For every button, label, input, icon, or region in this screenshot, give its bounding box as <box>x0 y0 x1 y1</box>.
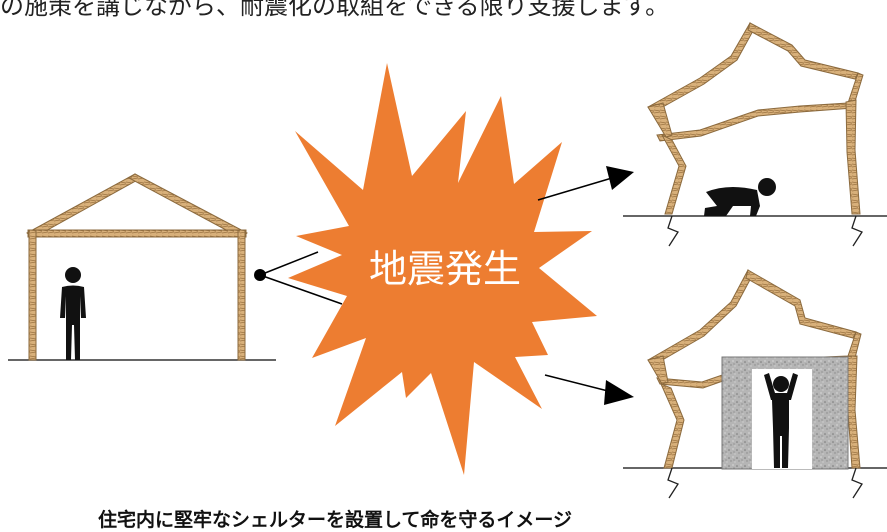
ground-crack-icons-bottom <box>667 467 863 499</box>
arrow-to-shelter <box>544 374 634 405</box>
house-frame-intact <box>26 173 248 361</box>
earthquake-burst: 地震発生 <box>288 63 597 475</box>
house-frame-collapsed <box>647 22 864 215</box>
ground-crack-icons <box>667 215 863 247</box>
connector-lines <box>254 251 343 305</box>
diagram-caption: 住宅内に堅牢なシェルターを設置して命を守るイメージ <box>98 509 573 531</box>
person-arms-raised-icon <box>764 373 798 468</box>
house-collapsed <box>623 22 887 247</box>
person-crouching-icon <box>704 178 776 216</box>
burst-label: 地震発生 <box>369 247 521 291</box>
house-intact <box>8 173 276 361</box>
burst-shape <box>288 63 597 475</box>
arrow-to-collapsed <box>537 166 634 201</box>
house-with-shelter <box>623 269 887 499</box>
person-standing-icon <box>60 267 86 360</box>
header-text: の施策を講じながら、耐震化の取組をできる限り支援します。 <box>0 0 670 20</box>
